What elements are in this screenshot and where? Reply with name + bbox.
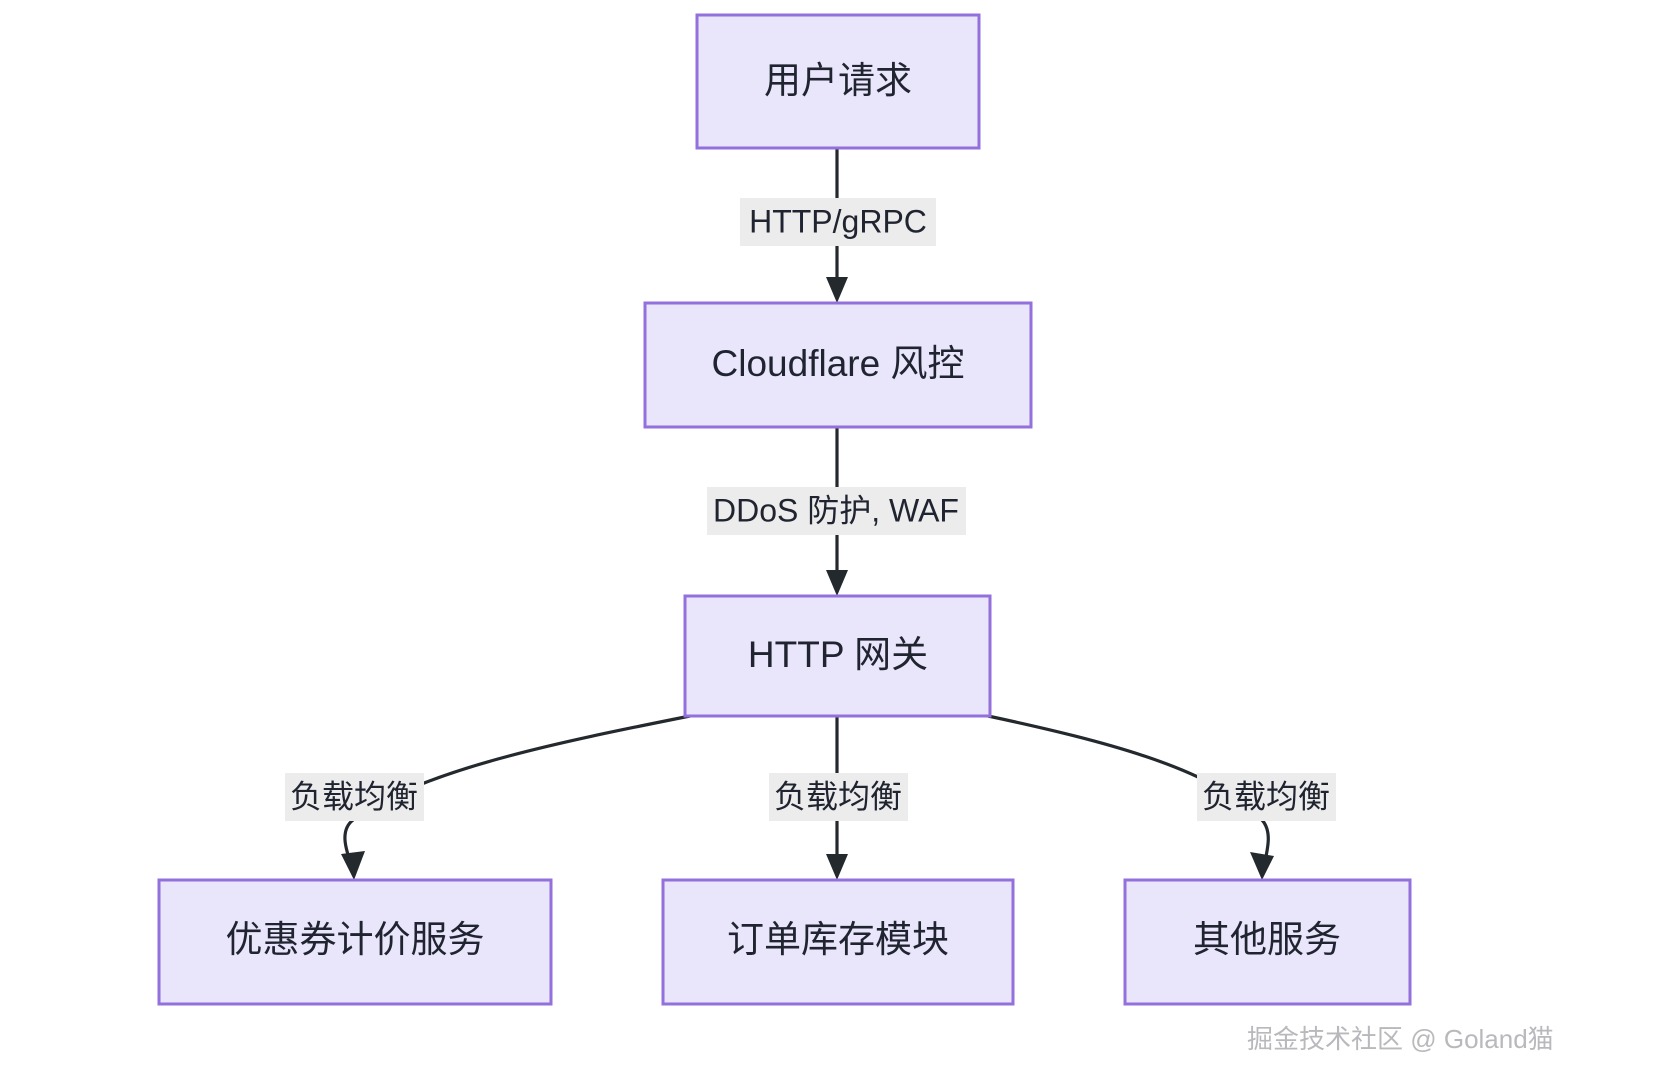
arrowhead-icon [826, 277, 848, 303]
arrowhead-icon [1250, 852, 1274, 880]
node-label: 优惠券计价服务 [226, 919, 485, 960]
node-box[interactable] [661, 878, 1015, 1006]
node-box[interactable] [695, 13, 981, 150]
node-box[interactable] [683, 594, 992, 718]
edge-label-background [285, 773, 424, 821]
node-label: Cloudflare 风控 [712, 343, 965, 384]
edge-label-load-balance-right: 负载均衡 [1197, 773, 1336, 821]
edge-label-background [769, 773, 908, 821]
edge-label-load-balance-middle: 负载均衡 [769, 773, 908, 821]
node-other-services[interactable]: 其他服务 [1123, 878, 1412, 1006]
edge-label-load-balance-left: 负载均衡 [285, 773, 424, 821]
edge-label-text: DDoS 防护, WAF [713, 492, 959, 528]
node-cloudflare-waf[interactable]: Cloudflare 风控 [643, 301, 1033, 429]
edge-label-text: 负载均衡 [1202, 778, 1330, 814]
node-box[interactable] [157, 878, 553, 1006]
arrowhead-icon [826, 570, 848, 596]
arrowhead-icon [826, 854, 848, 880]
edge-label-ddos-waf: DDoS 防护, WAF [707, 487, 966, 535]
edge-label-background [740, 198, 936, 246]
node-label: 订单库存模块 [727, 919, 949, 960]
node-label: 其他服务 [1193, 919, 1341, 960]
node-box[interactable] [643, 301, 1033, 429]
node-coupon-pricing[interactable]: 优惠券计价服务 [157, 878, 553, 1006]
edge-label-background [1197, 773, 1336, 821]
edge-label-http-grpc: HTTP/gRPC [740, 198, 936, 246]
node-box[interactable] [1123, 878, 1412, 1006]
node-label: 用户请求 [764, 60, 912, 101]
edge-label-background [707, 487, 966, 535]
edge-label-text: 负载均衡 [774, 778, 902, 814]
node-label: HTTP 网关 [748, 634, 928, 675]
edge-label-text: 负载均衡 [290, 778, 418, 814]
node-order-inventory[interactable]: 订单库存模块 [661, 878, 1015, 1006]
node-http-gateway[interactable]: HTTP 网关 [683, 594, 992, 718]
arrowhead-icon [341, 851, 365, 880]
watermark-label: 掘金技术社区 @ Goland猫 [1247, 1024, 1554, 1054]
node-user-request[interactable]: 用户请求 [695, 13, 981, 150]
edge-label-text: HTTP/gRPC [749, 203, 927, 239]
